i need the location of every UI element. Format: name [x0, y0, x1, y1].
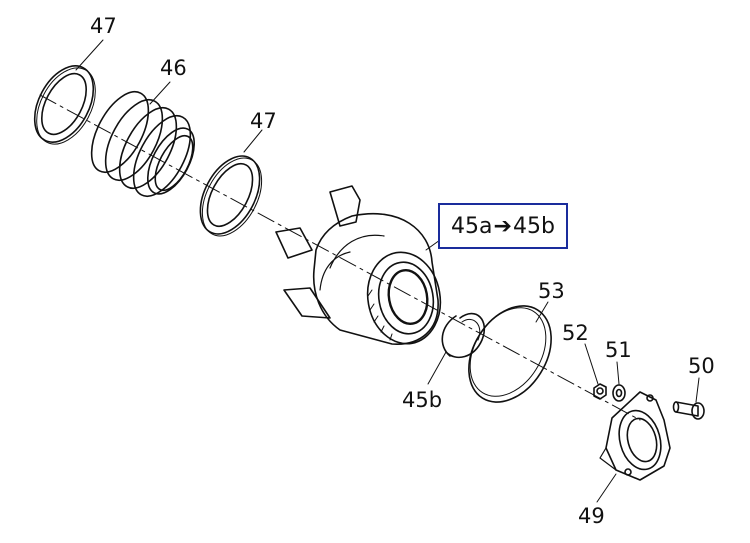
- label-46: 46: [160, 56, 187, 80]
- leader-lines: [75, 39, 700, 503]
- part-49-retainer: [599, 391, 671, 481]
- assembly-axis-line: [39, 94, 641, 421]
- callout-to: 45b: [512, 213, 555, 239]
- callout-45a-to-45b: 45a ➔ 45b: [438, 203, 568, 249]
- callout-from: 45a: [451, 213, 493, 239]
- part-45b-snap-ring: [441, 312, 485, 359]
- part-47-washer-right: [199, 155, 263, 237]
- part-50-bolt: [672, 401, 705, 420]
- part-52-nut: [593, 383, 607, 400]
- label-53: 53: [538, 279, 565, 303]
- part-51-washer: [612, 384, 626, 402]
- part-53-thrust-washer: [468, 305, 552, 403]
- part-45-fork-sleeve: [275, 185, 442, 345]
- part-46-spring: [90, 91, 195, 197]
- label-45b: 45b: [402, 388, 443, 412]
- label-47-right: 47: [250, 109, 277, 133]
- label-50: 50: [688, 354, 715, 378]
- label-52: 52: [562, 321, 589, 345]
- arrow-icon: ➔: [493, 213, 512, 239]
- part-47-washer-left: [33, 65, 96, 145]
- label-51: 51: [605, 338, 632, 362]
- label-49: 49: [578, 504, 605, 528]
- label-47-left: 47: [90, 14, 117, 38]
